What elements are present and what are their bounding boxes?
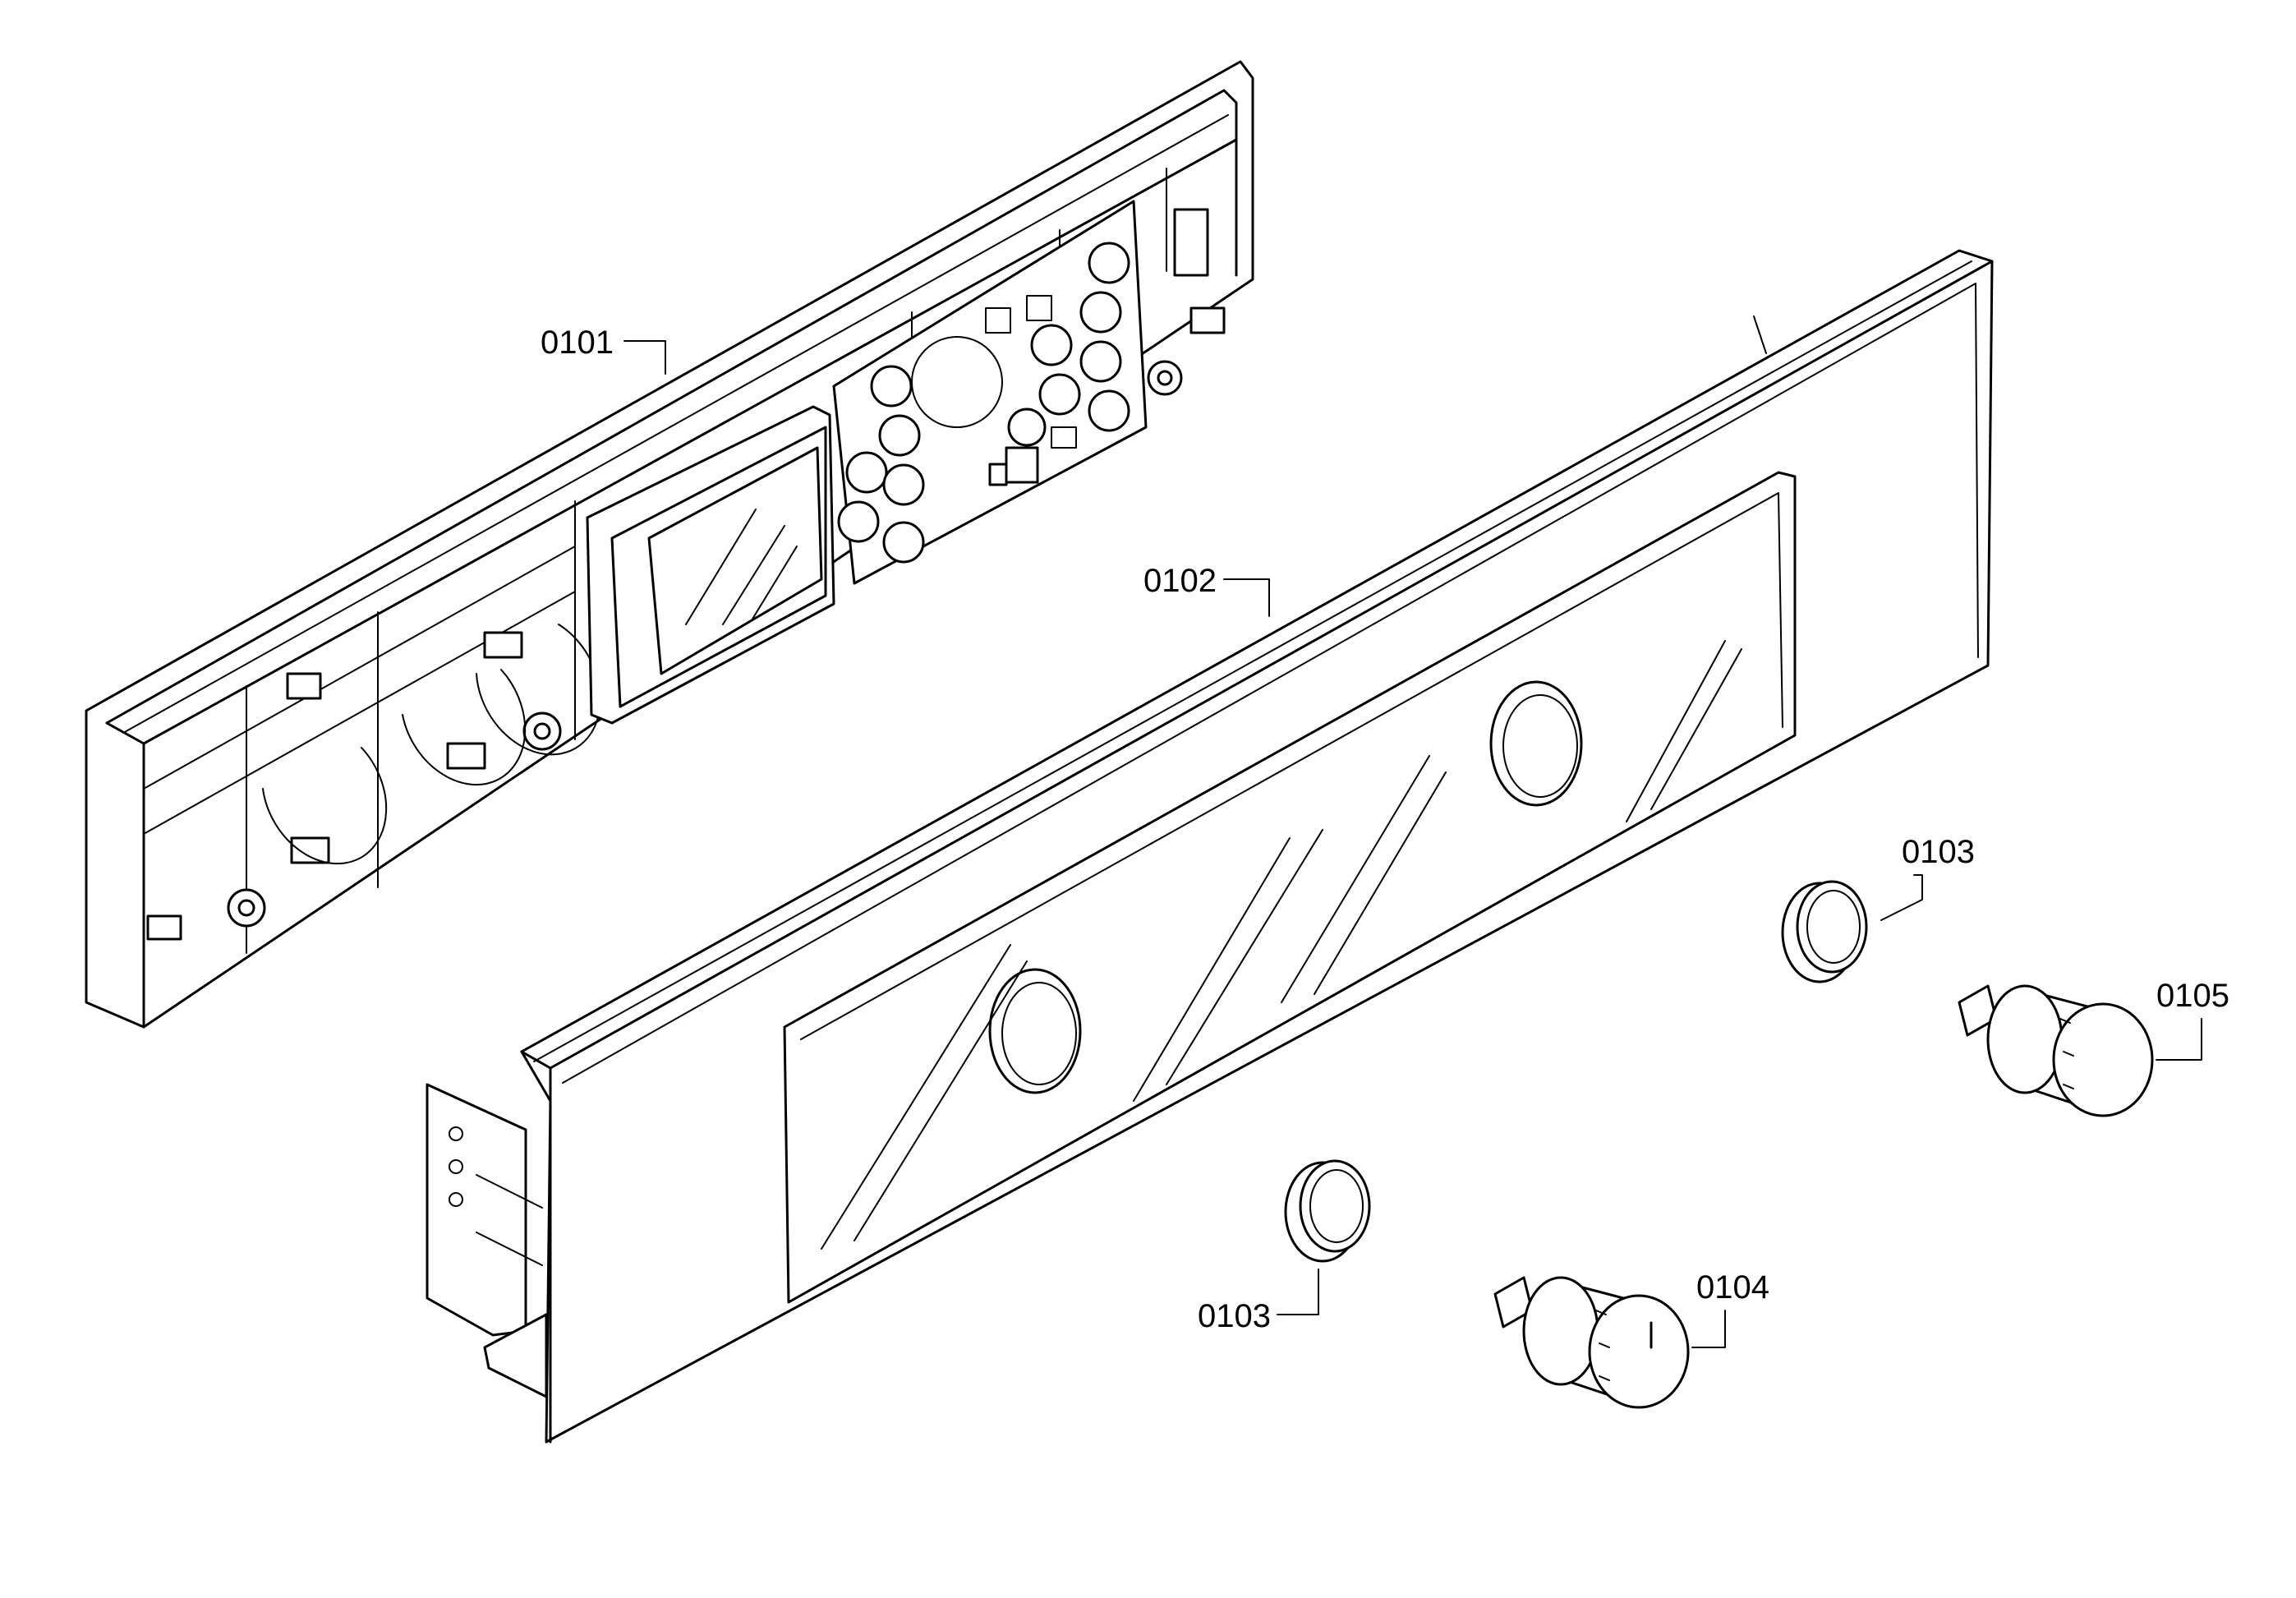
- knob-ring-lower-0103: [1284, 1159, 1371, 1263]
- knob-ring-upper-0103: [1781, 880, 1868, 983]
- callout-0104: 0104: [1696, 1269, 1769, 1306]
- callout-0103-lower: 0103: [1198, 1298, 1271, 1334]
- callout-0103-upper: 0103: [1902, 834, 1975, 870]
- circuit-board: [832, 200, 1148, 585]
- capacitor-array: [837, 242, 1130, 564]
- callout-0102: 0102: [1143, 563, 1217, 599]
- callout-0101: 0101: [541, 325, 614, 361]
- knob-left-0104: [1493, 1276, 1690, 1409]
- knob-hole-left: [988, 968, 1082, 1094]
- leader-lines: [623, 340, 2202, 1348]
- callout-0105: 0105: [2156, 978, 2229, 1014]
- knob-hole-right: [1489, 680, 1583, 807]
- knob-right-0105: [1958, 984, 2154, 1117]
- display-module: [586, 405, 835, 725]
- callout-labels: 0101 0102 0103 0105 0103 0104: [541, 325, 2229, 1334]
- front-glass-panel-0102: [426, 249, 1994, 1444]
- control-panel-frame-0101: [85, 60, 1254, 1029]
